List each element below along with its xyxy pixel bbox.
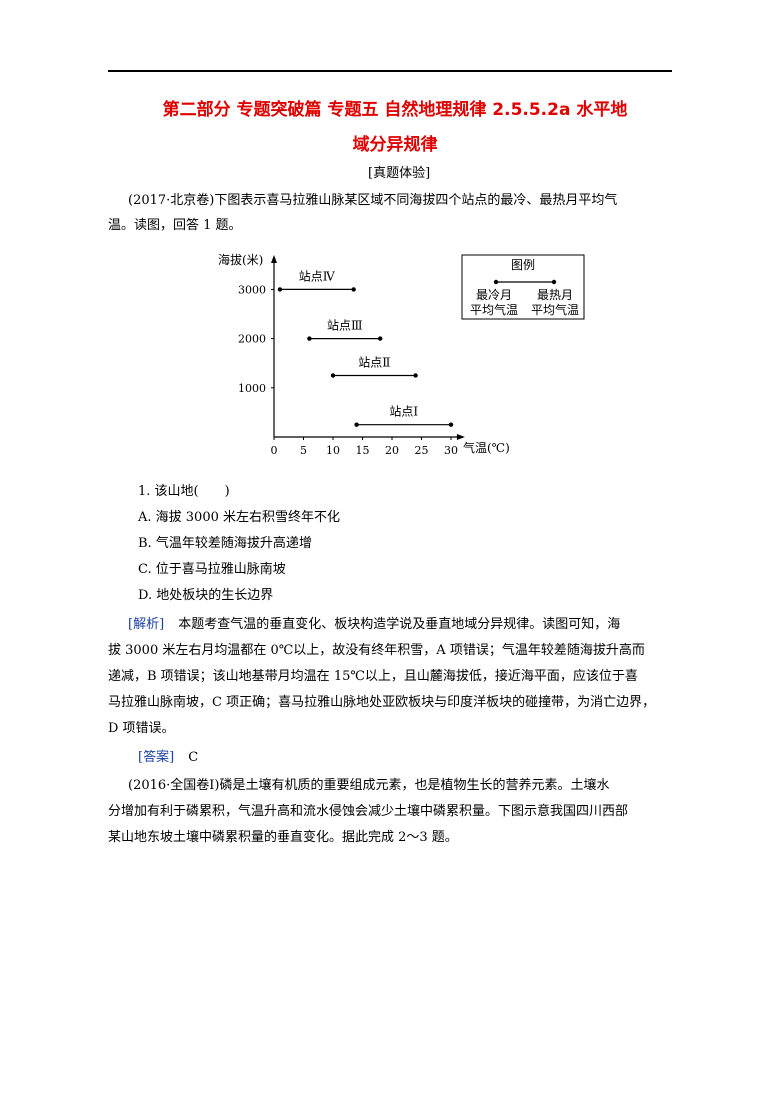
next-intro-line2: 分增加有利于磷累积，气温升高和流水侵蚀会减少土壤中磷累积量。下图示意我国四川西部 — [108, 804, 629, 819]
answer-value: C — [188, 750, 199, 765]
analysis-line2: 拔 3000 米左右月均温都在 0℃以上，故没有终年积雪，A 项错误；气温年较差… — [108, 643, 645, 658]
station-label: 站点Ⅲ — [327, 319, 363, 333]
option-c: C. 位于喜马拉雅山脉南坡 — [138, 562, 286, 577]
y-tick-label: 1000 — [238, 382, 266, 395]
station-label: 站点Ⅰ — [389, 405, 418, 419]
option-d: D. 地处板块的生长边界 — [138, 588, 274, 603]
coldest-month-point — [354, 422, 359, 427]
header-rule — [108, 70, 672, 72]
analysis-line5: D 项错误。 — [108, 721, 175, 736]
next-intro-line3: 某山地东坡土壤中磷累积量的垂直变化。据此完成 2～3 题。 — [108, 830, 458, 845]
legend-title: 图例 — [511, 258, 535, 272]
y-tick-label: 3000 — [238, 283, 266, 296]
x-tick-label: 10 — [326, 444, 340, 457]
question-stem: 1. 该山地( ) — [138, 484, 230, 499]
hottest-month-point — [378, 336, 383, 341]
altitude-temperature-chart: 海拔(米) 气温(℃) 0 5 10 15 20 25 30 1000 2000 3000 站点Ⅳ 站点… — [218, 252, 585, 457]
x-tick-label: 25 — [415, 444, 429, 457]
hottest-month-point — [413, 373, 418, 378]
answer-label: [答案] — [138, 750, 175, 765]
y-axis-label: 海拔(米) — [218, 252, 263, 267]
option-a: A. 海拔 3000 米左右积雪终年不化 — [138, 510, 341, 525]
x-tick-label: 30 — [444, 444, 458, 457]
legend-hot-point — [551, 279, 557, 285]
y-tick-label: 2000 — [238, 333, 266, 346]
legend-cold-label-2: 平均气温 — [470, 302, 518, 317]
coldest-month-point — [330, 373, 336, 378]
coldest-month-point — [307, 336, 312, 341]
station-label: 站点Ⅱ — [358, 356, 390, 370]
x-tick-label: 5 — [300, 444, 307, 457]
legend-box — [461, 254, 585, 320]
next-intro-line1: (2016·全国卷Ⅰ)磷是土壤有机质的重要组成元素，也是植物生长的营养元素。土壤… — [128, 778, 610, 793]
page-title-line2: 域分异规律 — [352, 135, 438, 155]
analysis-line4: 马拉雅山脉南坡，C 项正确；喜马拉雅山脉地处亚欧板块与印度洋板块的碰撞带，为消亡… — [108, 695, 656, 710]
page-title-line1: 第二部分 专题突破篇 专题五 自然地理规律 2.5.5.2a 水平地 — [162, 100, 628, 120]
x-axis-label: 气温(℃) — [463, 440, 510, 455]
legend-hot-label-1: 最热月 — [537, 288, 573, 302]
legend-cold-label-1: 最冷月 — [476, 288, 512, 302]
hottest-month-point — [351, 287, 356, 292]
intro-line1: (2017·北京卷)下图表示喜马拉雅山脉某区域不同海拔四个站点的最冷、最热月平均… — [128, 193, 618, 208]
section-label: [真题体验] — [368, 166, 431, 181]
hottest-month-point — [448, 422, 454, 427]
station-label: 站点Ⅳ — [299, 269, 336, 283]
option-b: B. 气温年较差随海拔升高递增 — [138, 536, 312, 551]
analysis-line3: 递减，B 项错误；该山地基带月均温在 15℃以上，且山麓海拔低，接近海平面，应该… — [108, 669, 638, 684]
analysis-line1: 本题考查气温的垂直变化、板块构造学说及垂直地域分异规律。读图可知，海 — [178, 617, 621, 632]
x-tick-label: 0 — [271, 444, 278, 457]
x-tick-label: 20 — [385, 444, 399, 457]
legend-cold-point — [493, 279, 499, 285]
x-axis-arrow — [456, 434, 465, 440]
y-axis-arrow — [271, 255, 277, 263]
x-tick-label: 15 — [356, 444, 370, 457]
intro-line2: 温。读图，回答 1 题。 — [108, 218, 242, 233]
coldest-month-point — [277, 287, 283, 292]
legend-hot-label-2: 平均气温 — [531, 302, 579, 317]
analysis-label: [解析] — [128, 617, 165, 632]
